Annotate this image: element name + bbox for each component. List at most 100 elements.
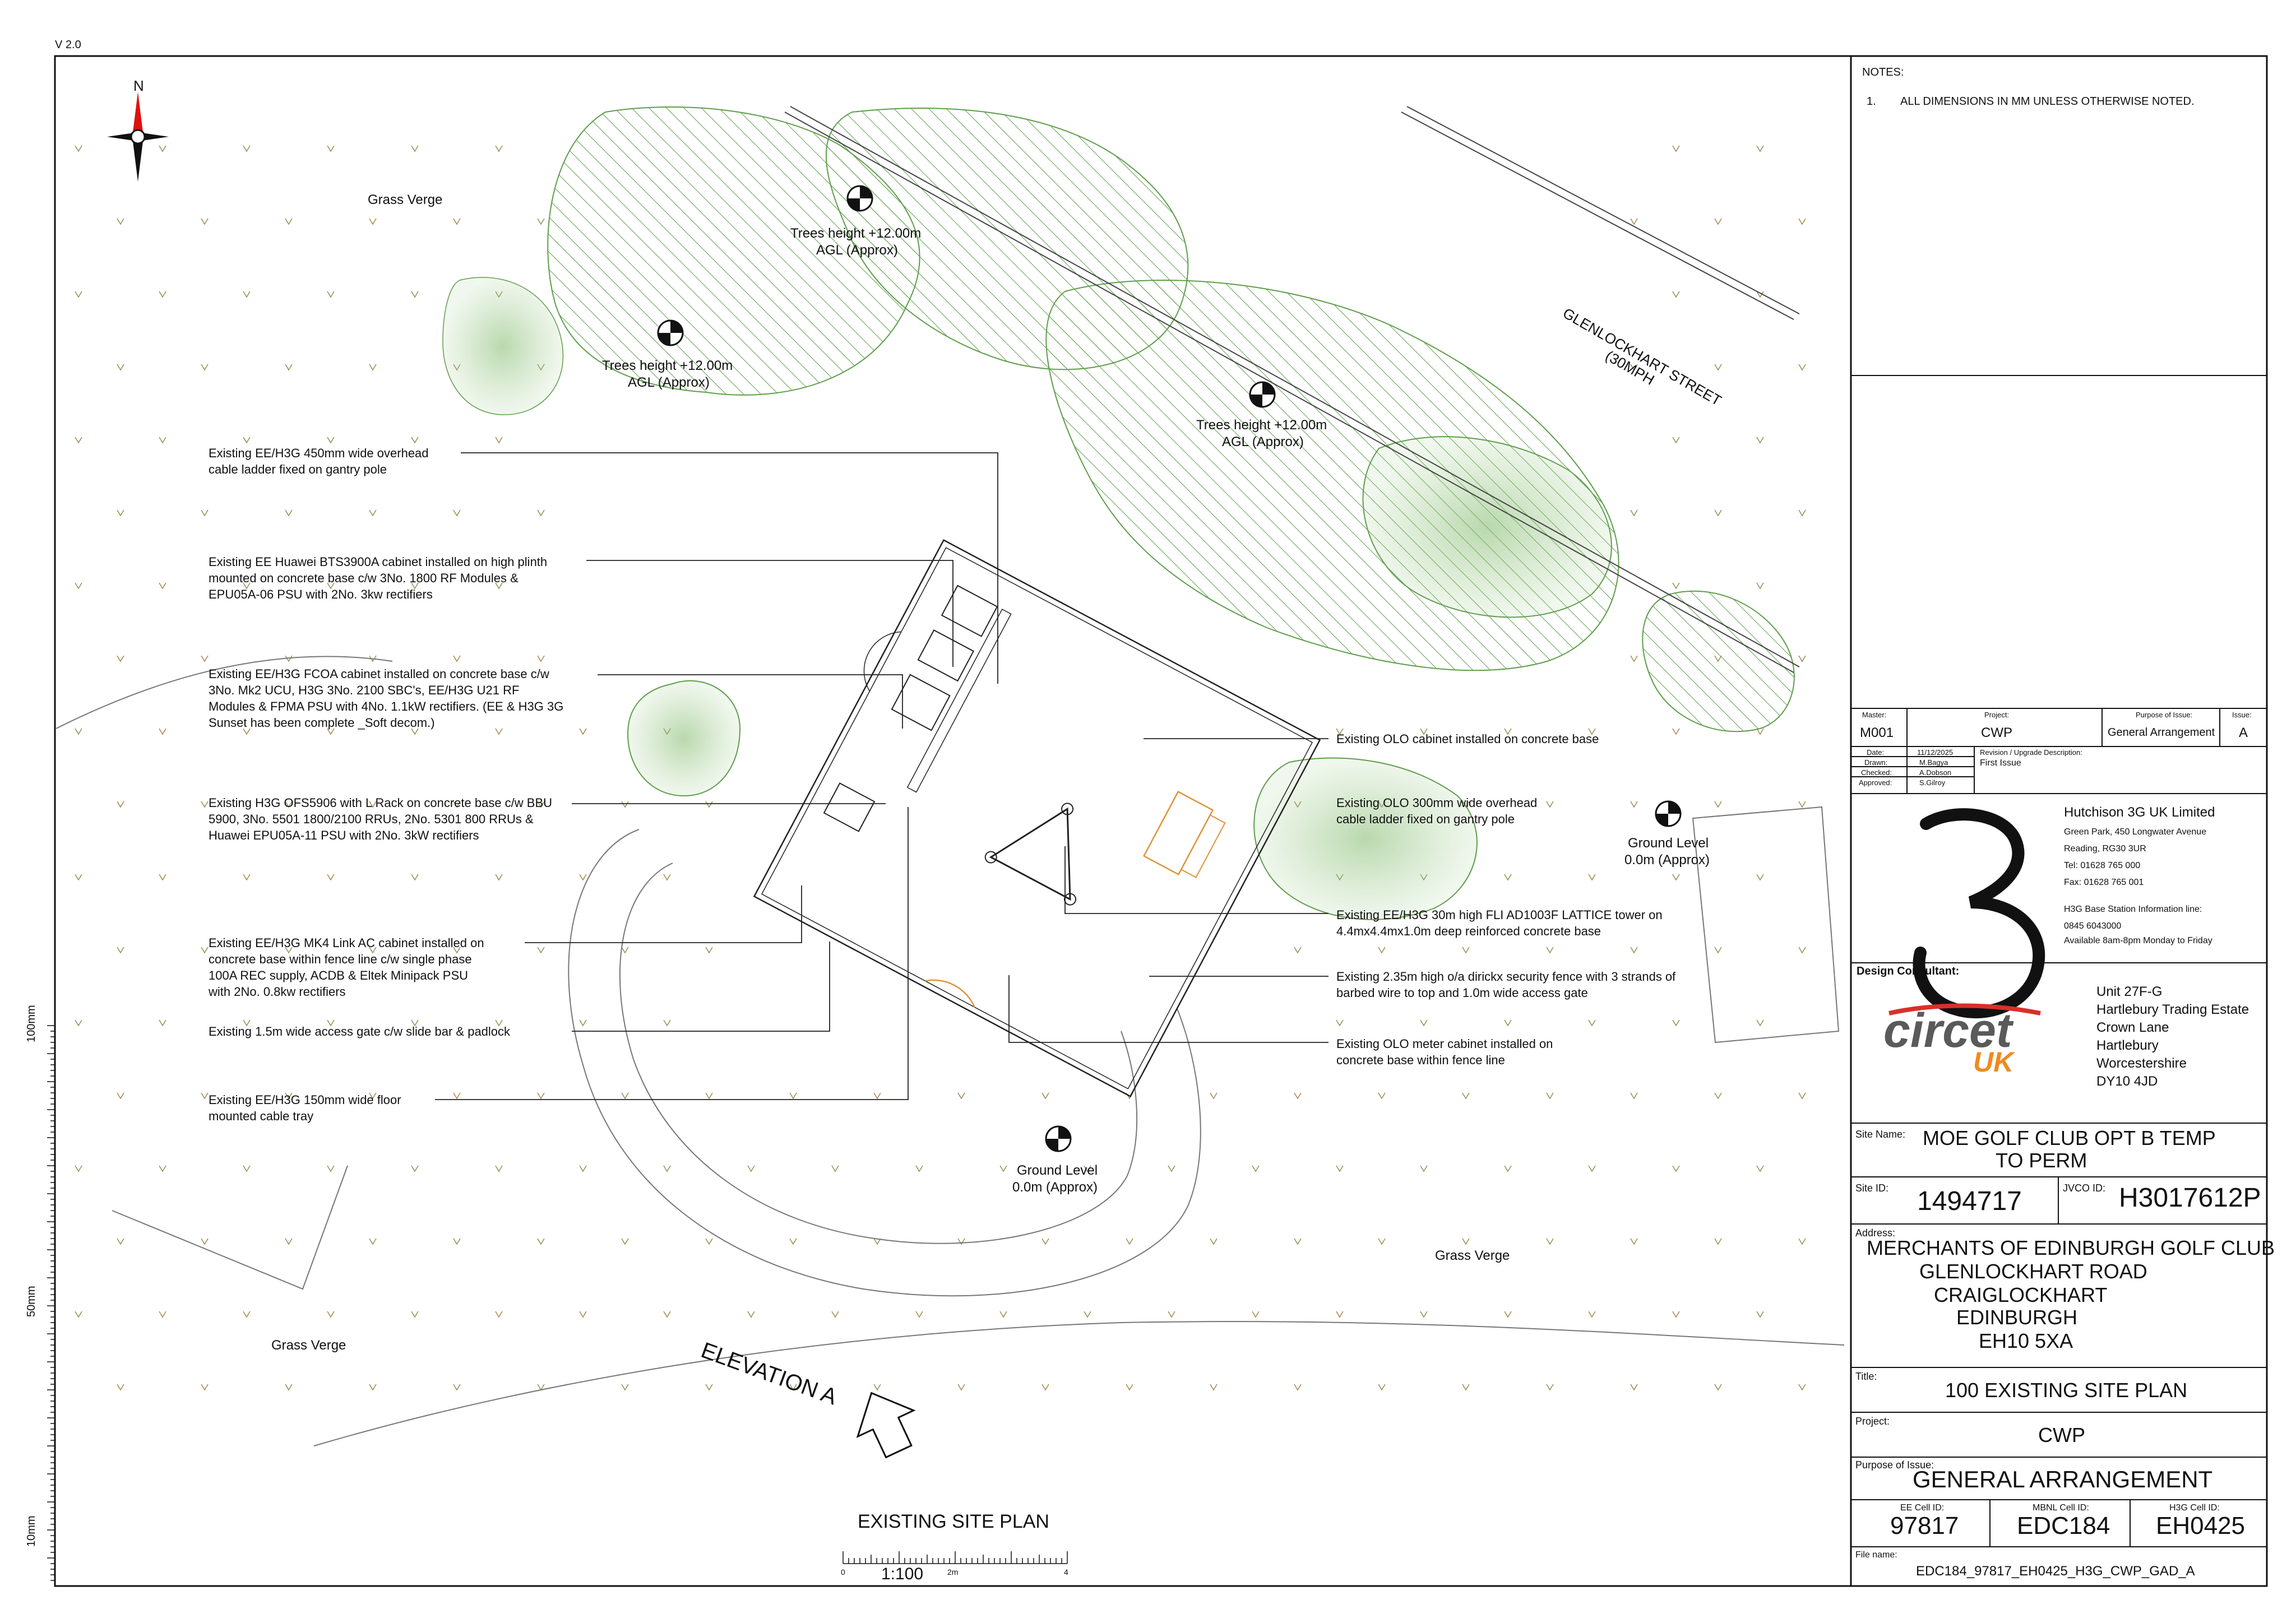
client-info-line: H3G Base Station Information line: xyxy=(2064,905,2202,914)
grass-symbol xyxy=(1672,437,1680,444)
grass-symbol xyxy=(75,1311,82,1318)
ee-label: EE Cell ID: xyxy=(1900,1503,1945,1513)
project-label: Project: xyxy=(1984,711,2010,719)
margin-mark-10: 10mm xyxy=(25,1515,38,1547)
title-label: Title: xyxy=(1855,1371,1877,1382)
ground-level-2a: Ground Level xyxy=(1017,1163,1098,1178)
grass-symbol xyxy=(201,947,209,954)
grass-symbol xyxy=(117,1092,124,1100)
grass-symbol xyxy=(411,437,419,444)
leader-lines xyxy=(435,452,1328,1100)
grass-symbol xyxy=(1672,1019,1680,1027)
date-label: Date: xyxy=(1867,748,1885,757)
grass-symbol xyxy=(1546,947,1554,954)
grass-symbol xyxy=(495,874,503,881)
grass-symbol xyxy=(453,655,461,662)
grass-symbol xyxy=(789,1092,797,1100)
callout-left-7-line-2: mounted cable tray xyxy=(209,1109,313,1123)
grass-symbol xyxy=(201,218,209,225)
scale-bar xyxy=(843,1551,1068,1564)
callout-left-5-line-2: concrete base within fence line c/w sing… xyxy=(209,952,472,966)
level-marker-quadrant xyxy=(1668,801,1681,814)
master-value: M001 xyxy=(1860,725,1894,740)
cable-tray xyxy=(906,609,1012,793)
grass-symbol xyxy=(621,947,629,954)
grass-symbol xyxy=(1378,1384,1386,1391)
issue-label: Issue: xyxy=(2232,711,2252,719)
tree-canopy-4 xyxy=(1362,436,1612,618)
grass-symbol xyxy=(327,437,335,444)
grass-symbol xyxy=(201,1092,209,1100)
grass-symbol xyxy=(873,1384,881,1391)
trees xyxy=(442,106,1795,920)
grass-symbol xyxy=(75,1019,82,1027)
tree-canopy-8 xyxy=(442,277,564,415)
grass-symbol xyxy=(1798,1092,1806,1100)
grass-symbol xyxy=(1378,947,1386,954)
tree-canopy-5 xyxy=(1642,590,1795,732)
grass-symbol xyxy=(453,218,461,225)
purpose-label: Purpose of Issue: xyxy=(2136,711,2193,719)
date-value: 11/12/2025 xyxy=(1917,748,1954,757)
grass-symbol xyxy=(1756,874,1764,881)
scale-tick-0: 0 xyxy=(841,1568,845,1576)
grass-symbol xyxy=(159,874,166,881)
callout-left-2-line-1: Existing EE Huawei BTS3900A cabinet inst… xyxy=(209,555,547,569)
grass-symbol xyxy=(957,1092,965,1100)
grass-symbol xyxy=(453,509,461,517)
site-id-label: Site ID: xyxy=(1855,1183,1889,1194)
grass-symbol xyxy=(1084,1165,1091,1172)
callout-left-2-line-3: EPU05A-06 PSU with 2No. 3kw rectifiers xyxy=(209,587,433,601)
grass-symbol xyxy=(1630,947,1638,954)
purpose-value: General Arrangement xyxy=(2108,726,2215,739)
grass-symbol xyxy=(369,801,377,808)
grass-symbol xyxy=(75,145,82,152)
note-1-text: ALL DIMENSIONS IN MM UNLESS OTHERWISE NO… xyxy=(1900,95,2195,108)
grass-symbol xyxy=(495,1165,503,1172)
grass-symbol xyxy=(1378,1092,1386,1100)
grass-symbol xyxy=(327,1165,335,1172)
checked-label: Checked: xyxy=(1861,768,1892,777)
grass-symbol xyxy=(1798,1238,1806,1245)
level-marker-quadrant xyxy=(1262,382,1275,395)
grass-symbol xyxy=(327,145,335,152)
file-label: File name: xyxy=(1855,1550,1897,1560)
callout-left-6-line-1: Existing 1.5m wide access gate c/w slide… xyxy=(209,1024,511,1038)
scale-tick-4: 4 xyxy=(1064,1568,1068,1576)
site-name-line2: TO PERM xyxy=(1996,1149,2087,1172)
grass-symbol xyxy=(1504,728,1512,735)
grass-symbol xyxy=(1798,218,1806,225)
grass-symbol xyxy=(1798,947,1806,954)
grass-symbol xyxy=(159,437,166,444)
grass-symbol xyxy=(1294,1092,1302,1100)
checked-value: A.Dobson xyxy=(1919,768,1952,777)
mbnl-label: MBNL Cell ID: xyxy=(2033,1503,2089,1513)
grass-symbol xyxy=(411,1019,419,1027)
grass-symbol xyxy=(1336,1165,1344,1172)
address-line-3: CRAIGLOCKHART xyxy=(1934,1283,2108,1306)
grass-symbol xyxy=(117,218,124,225)
grass-symbol xyxy=(453,1238,461,1245)
north-label: N xyxy=(133,77,144,94)
mbnl-value: EDC184 xyxy=(2017,1512,2110,1539)
grass-symbol xyxy=(957,1238,965,1245)
callout-left-7-line-1: Existing EE/H3G 150mm wide floor xyxy=(209,1093,401,1107)
client-addr1: Green Park, 450 Longwater Avenue xyxy=(2064,827,2207,837)
level-marker-quadrant xyxy=(1656,814,1668,826)
grass-symbol xyxy=(1546,1384,1554,1391)
callout-right-3-line-1: Existing EE/H3G 30m high FLI AD1003F LAT… xyxy=(1336,908,1663,922)
ee-huawei-cabinet xyxy=(941,585,998,637)
tree-label-1a: Trees height +12.00m xyxy=(790,226,921,241)
compound xyxy=(753,539,1321,1097)
grass-symbol xyxy=(285,364,293,371)
grass-symbol xyxy=(999,1165,1007,1172)
grass-symbol xyxy=(411,291,419,298)
grass-symbol xyxy=(201,364,209,371)
grass-symbol xyxy=(1294,1238,1302,1245)
grass-symbol xyxy=(537,1238,545,1245)
grass-symbol xyxy=(159,145,166,152)
grass-symbol xyxy=(1588,1019,1596,1027)
grass-symbol xyxy=(1588,728,1596,735)
grass-symbol xyxy=(1420,1165,1428,1172)
